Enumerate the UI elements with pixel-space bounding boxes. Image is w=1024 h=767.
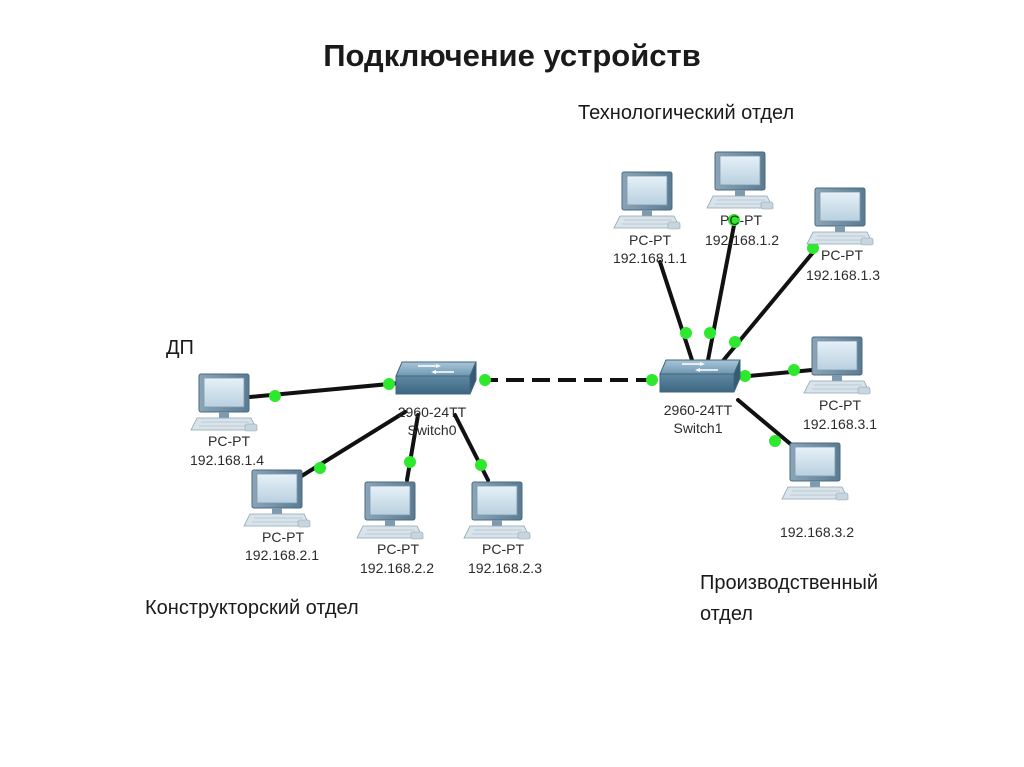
link-pc22-sw0 [405,413,420,482]
port-dot [729,336,741,348]
pc-ip-label: 192.168.2.1 [245,547,319,563]
pc-type-label: PC-PT [262,529,304,545]
pc-type-label: PC-PT [629,232,671,248]
port-dot [475,459,487,471]
switch-icon[interactable] [659,359,741,393]
pc-ip-label: 192.168.1.3 [806,267,880,283]
pc-ip-label: 192.168.1.1 [613,250,687,266]
pc-type-label: PC-PT [377,541,419,557]
pc-icon[interactable] [781,442,849,501]
pc-ip-label: 192.168.3.2 [780,524,854,540]
pc-ip-label: 192.168.1.4 [190,452,264,468]
pc-icon[interactable] [706,151,774,210]
switch-name-label: Switch0 [407,422,456,438]
page-title: Подключение устройств [323,38,701,73]
pc-icon[interactable] [613,171,681,230]
switch-icon[interactable] [395,361,477,395]
port-dot [788,364,800,376]
group-label-dp: ДП [166,337,194,359]
port-dot [383,378,395,390]
pc-type-label: PC-PT [482,541,524,557]
pc-ip-label: 192.168.2.3 [468,560,542,576]
port-dot [807,242,819,254]
pc-icon[interactable] [243,469,311,528]
pc-icon[interactable] [463,481,531,540]
switch-model-label: 2960-24TT [664,402,733,418]
port-dot [728,214,740,226]
port-dot [680,327,692,339]
port-dot [479,374,491,386]
pc-ip-label: 192.168.2.2 [360,560,434,576]
group-label-tech: Технологический отдел [578,102,795,124]
switch-model-label: 2960-24TT [398,404,467,420]
pc-type-label: PC-PT [208,433,250,449]
group-label-production-line2: отдел [700,603,753,625]
pc-ip-label: 192.168.3.1 [803,416,877,432]
port-dot [314,462,326,474]
pc-icon[interactable] [190,373,258,432]
link-pc32-sw1 [736,398,802,454]
port-dot [404,456,416,468]
port-dot [646,374,658,386]
pc-icon[interactable] [803,336,871,395]
pc-ip-label: 192.168.1.2 [705,232,779,248]
pc-type-label: PC-PT [821,247,863,263]
port-dot [739,370,751,382]
port-dot [704,327,716,339]
pc-type-label: PC-PT [819,397,861,413]
links [248,218,817,482]
port-dot [269,390,281,402]
pc-icon[interactable] [356,481,424,540]
pc-icon[interactable] [806,187,874,246]
group-label-production-line1: Производственный [700,572,879,594]
link-pc11-sw1 [658,260,694,362]
pc-type-label: PC-PT [720,212,762,228]
port-dot [769,435,781,447]
switch-name-label: Switch1 [673,420,722,436]
port-indicators [269,214,819,474]
group-label-design: Конструкторский отдел [145,597,359,619]
